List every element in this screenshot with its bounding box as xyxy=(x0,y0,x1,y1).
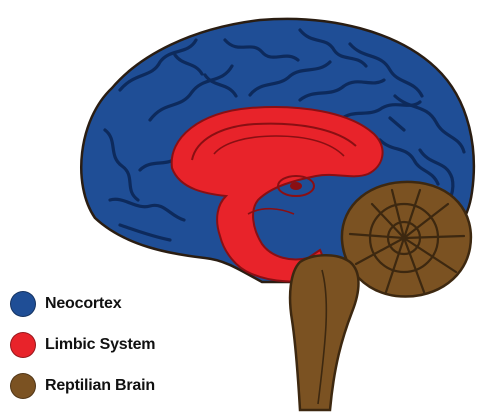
legend-item-neocortex: Neocortex xyxy=(10,290,155,318)
limbic-swatch xyxy=(10,332,36,358)
legend-label: Limbic System xyxy=(45,336,155,354)
legend-label: Reptilian Brain xyxy=(45,377,155,395)
neocortex-swatch xyxy=(10,291,36,317)
legend-item-reptilian-brain: Reptilian Brain xyxy=(10,372,155,400)
reptilian-swatch xyxy=(10,373,36,399)
cerebellum-region xyxy=(342,182,471,297)
legend-label: Neocortex xyxy=(45,295,121,313)
legend-item-limbic-system: Limbic System xyxy=(10,331,155,359)
legend: Neocortex Limbic System Reptilian Brain xyxy=(10,290,155,400)
